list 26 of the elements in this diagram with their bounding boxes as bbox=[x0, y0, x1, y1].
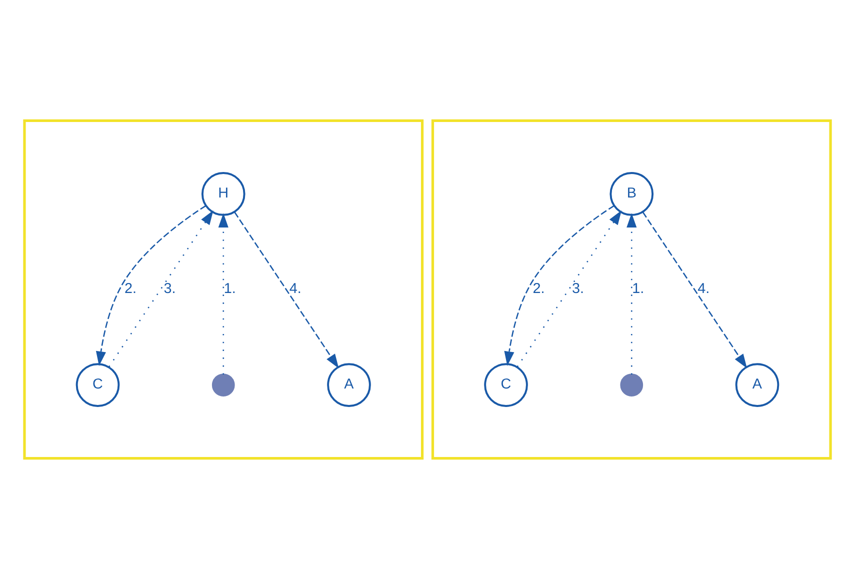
edge-label: 2. bbox=[532, 280, 545, 297]
node-circle: B bbox=[610, 172, 654, 216]
cluster bbox=[23, 118, 424, 460]
arrow bbox=[218, 212, 228, 374]
edge-label: 4. bbox=[289, 280, 302, 297]
node-circle: H bbox=[201, 172, 246, 216]
arrow bbox=[642, 211, 748, 368]
arrow bbox=[234, 211, 339, 368]
arrow bbox=[626, 212, 637, 374]
node-circle: A bbox=[735, 362, 780, 406]
edge-label: 3. bbox=[164, 280, 176, 297]
cluster bbox=[431, 118, 832, 460]
arrow bbox=[96, 204, 206, 366]
arrow bbox=[108, 210, 214, 367]
node-circle: C bbox=[484, 362, 528, 406]
node-circle: C bbox=[76, 362, 120, 406]
edge-label: 3. bbox=[572, 280, 584, 297]
node-circle bbox=[620, 373, 644, 396]
edge-label: 1. bbox=[632, 280, 644, 297]
edge-label: 2. bbox=[124, 280, 136, 297]
node-circle: A bbox=[327, 362, 371, 406]
edge-label: 4. bbox=[698, 280, 710, 297]
edge-label: 1. bbox=[224, 280, 236, 297]
node-circle bbox=[212, 373, 235, 396]
arrow bbox=[516, 210, 622, 367]
arrow bbox=[504, 204, 614, 366]
